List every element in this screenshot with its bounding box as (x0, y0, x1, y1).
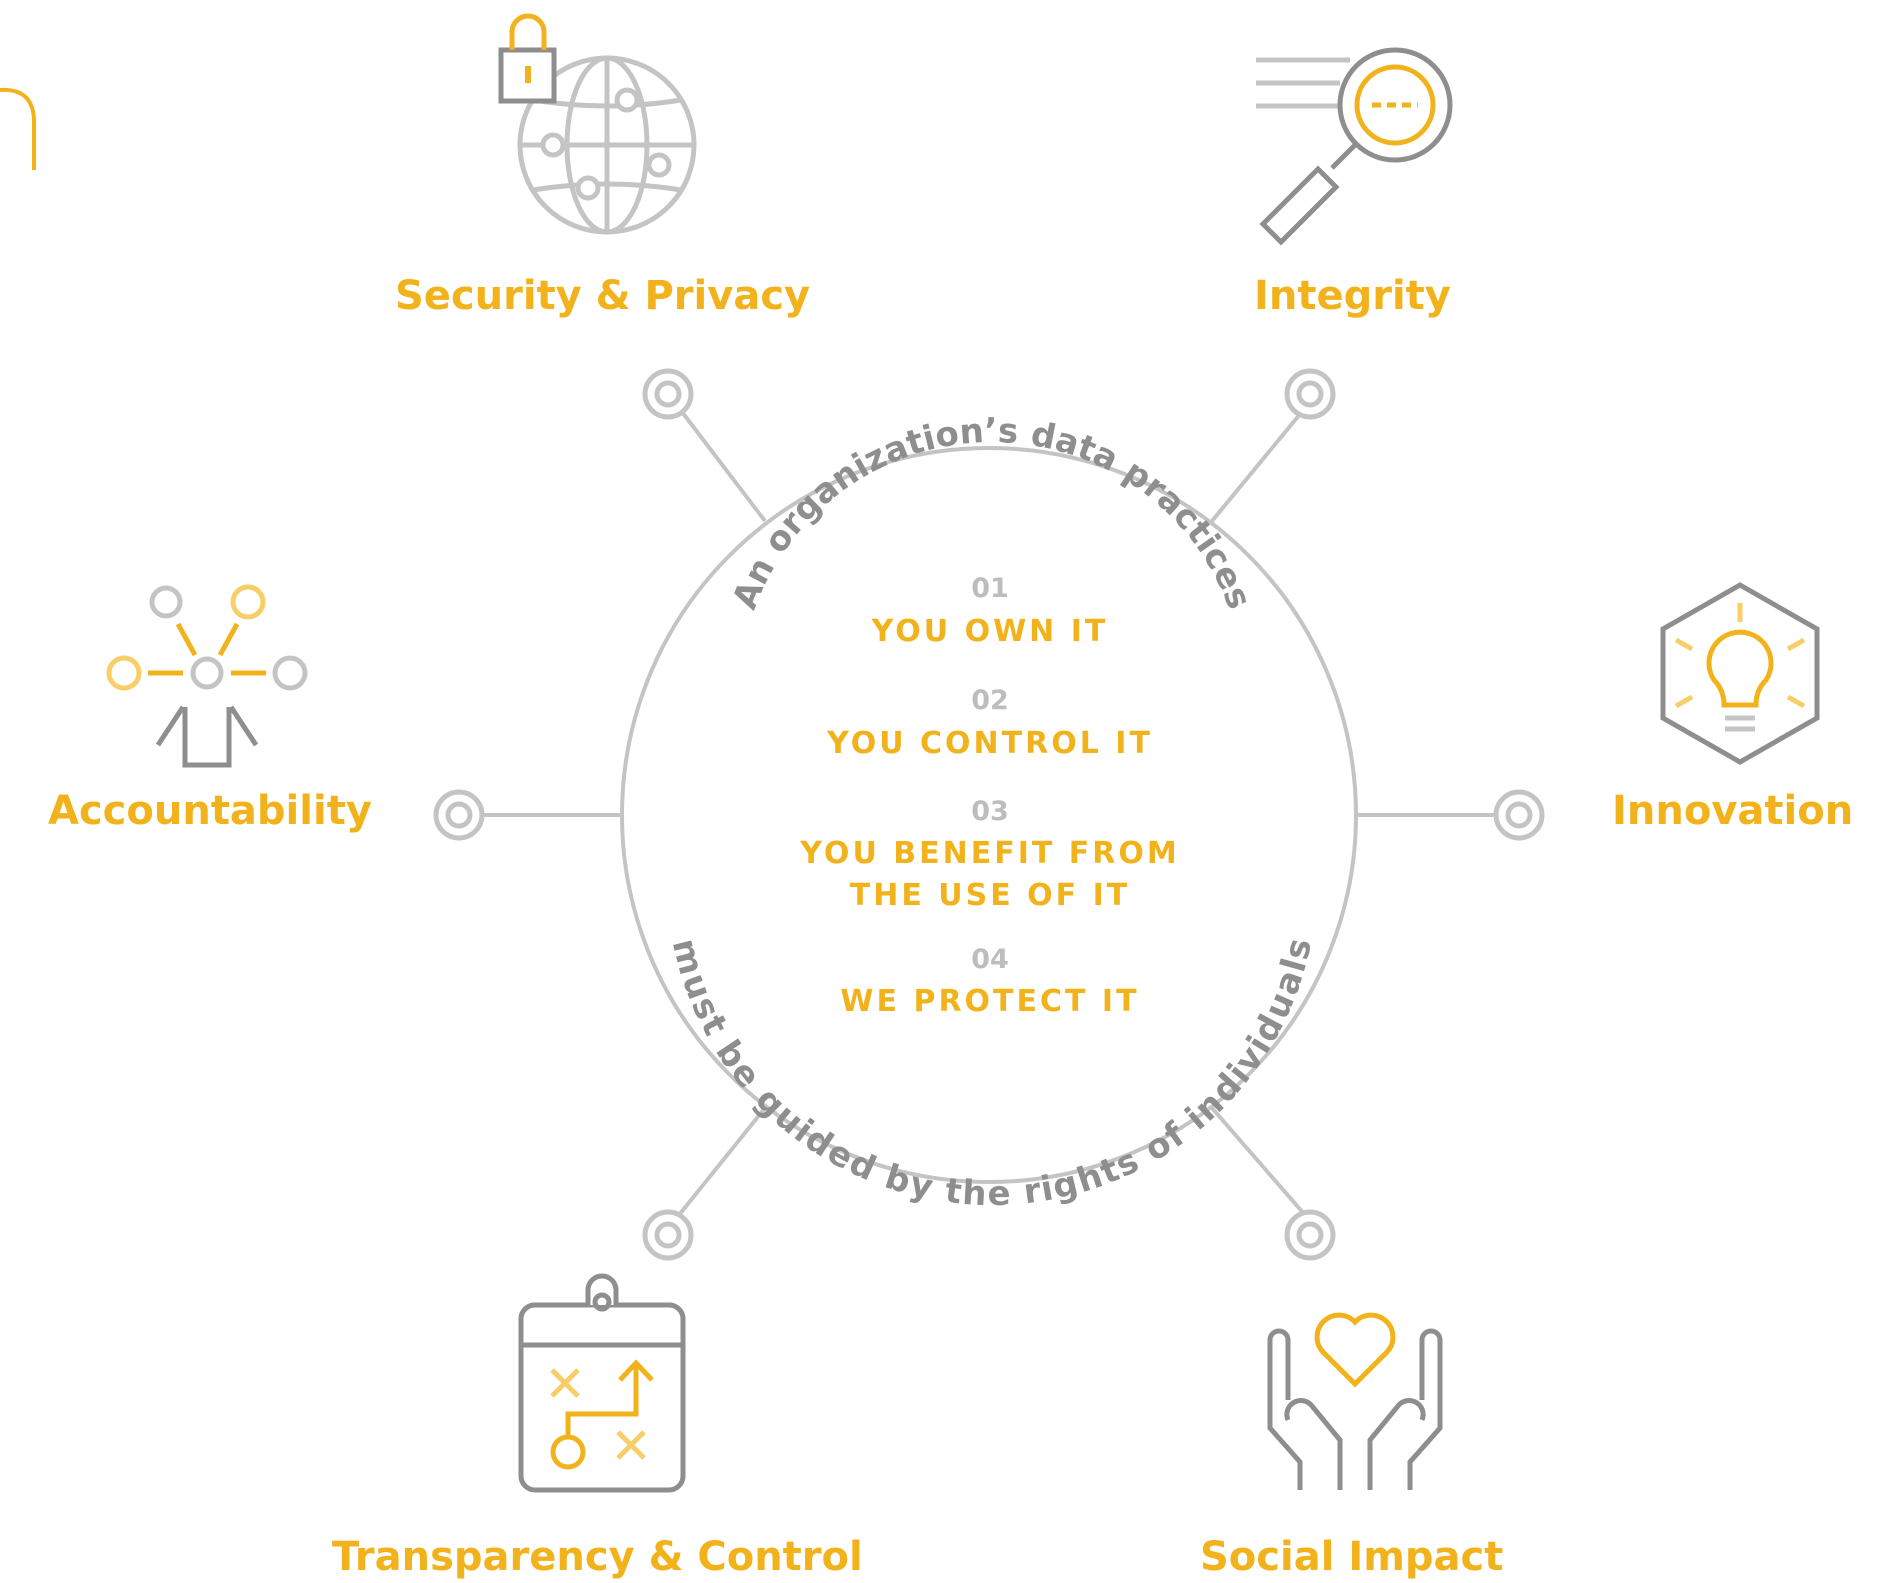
principle-number: 02 (971, 685, 1009, 716)
node-social (1284, 1209, 1336, 1261)
lightbulb-hexagon-icon (1660, 582, 1820, 765)
heart-hands-icon (1267, 1312, 1443, 1490)
decorative-arc (0, 87, 36, 170)
principle-text: YOU OWN IT (871, 614, 1109, 649)
clipboard-strategy-icon (518, 1273, 686, 1493)
network-person-icon (106, 584, 308, 768)
node-transparency (642, 1209, 694, 1261)
principle-text: YOU CONTROL IT (827, 726, 1153, 761)
label-innovation: Innovation (1612, 788, 1854, 834)
label-security-privacy: Security & Privacy (395, 273, 811, 319)
principle-text: THE USE OF IT (849, 878, 1131, 913)
node-accountability (433, 789, 485, 841)
spoke-nodes (433, 368, 1545, 1261)
node-innovation (1493, 789, 1545, 841)
label-transparency-control: Transparency & Control (332, 1534, 863, 1580)
lock-globe-icon (498, 13, 697, 235)
magnifier-icon (1256, 47, 1453, 246)
label-social-impact: Social Impact (1200, 1534, 1504, 1580)
principle-text: YOU BENEFIT FROM (800, 836, 1180, 871)
node-security (642, 368, 694, 420)
principle-number: 04 (971, 944, 1009, 975)
principle-number: 03 (971, 796, 1009, 827)
label-accountability: Accountability (48, 788, 372, 834)
spokes (478, 406, 1500, 1217)
center-circle (620, 446, 1358, 1184)
label-integrity: Integrity (1254, 273, 1451, 319)
node-integrity (1284, 368, 1336, 420)
principle-text: WE PROTECT IT (840, 984, 1140, 1019)
principle-number: 01 (971, 573, 1009, 604)
